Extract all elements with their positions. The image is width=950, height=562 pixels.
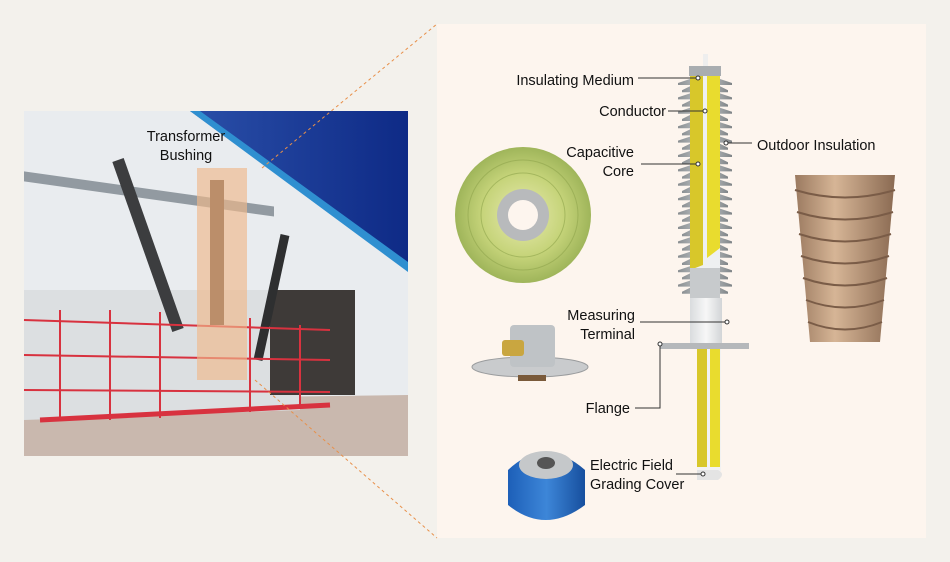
label-capacitive-core-1: Capacitive bbox=[566, 145, 634, 161]
zoom-line-top bbox=[261, 23, 438, 169]
grading-cover-image bbox=[508, 451, 585, 520]
photo-label-line2: Bushing bbox=[160, 148, 212, 164]
substation-photo: Transformer Bushing bbox=[23, 111, 408, 456]
zoom-line-bottom bbox=[254, 379, 438, 539]
label-measuring-terminal-2: Terminal bbox=[580, 327, 635, 343]
label-capacitive-core-2: Core bbox=[603, 164, 634, 180]
label-insulating-medium: Insulating Medium bbox=[516, 73, 634, 89]
label-conductor: Conductor bbox=[599, 104, 666, 120]
leader-lines bbox=[635, 75, 752, 477]
label-measuring-terminal-1: Measuring bbox=[567, 308, 635, 324]
capacitive-core-image bbox=[455, 147, 591, 283]
label-grading-cover-2: Grading Cover bbox=[590, 477, 684, 493]
label-outdoor-insulation: Outdoor Insulation bbox=[757, 138, 876, 154]
outdoor-insulation-image bbox=[794, 175, 896, 342]
label-flange: Flange bbox=[586, 401, 630, 417]
photo-label-line1: Transformer bbox=[147, 129, 226, 145]
bushing-highlight bbox=[197, 168, 247, 380]
label-grading-cover-1: Electric Field bbox=[590, 458, 673, 474]
measuring-terminal-image bbox=[471, 325, 589, 381]
